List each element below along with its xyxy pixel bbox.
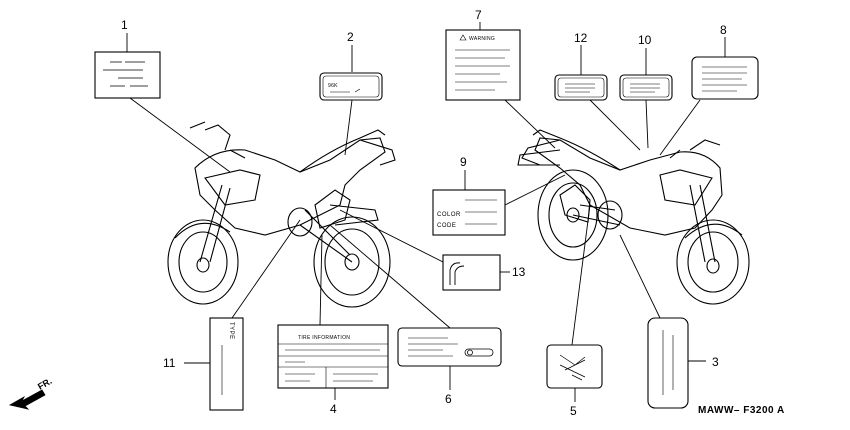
warning-text: WARNING	[469, 36, 495, 42]
callout-3: 3	[712, 355, 719, 369]
label-tag-12	[554, 74, 608, 101]
callout-5: 5	[570, 404, 577, 418]
callout-numbers: 1 2 3 4 5 6 7 8 9 10 11 12 13	[121, 8, 727, 418]
label-tag-10	[619, 74, 673, 101]
type-text: TYPE	[228, 322, 234, 340]
callout-13: 13	[512, 265, 526, 279]
label-tag-2: 96K	[319, 72, 383, 101]
code-text: CODE	[437, 223, 456, 229]
callout-1: 1	[121, 18, 128, 32]
callout-7: 7	[475, 8, 482, 22]
callout-11: 11	[163, 356, 176, 370]
callout-8: 8	[720, 23, 727, 37]
leader-lines	[126, 22, 726, 402]
front-direction-arrow: FR.	[8, 376, 54, 410]
callout-4: 4	[330, 402, 337, 416]
color-text: COLOR	[437, 212, 461, 218]
arrow-icon	[8, 389, 46, 410]
motorcycle-right-view	[517, 129, 750, 305]
label-tag-3	[647, 317, 689, 409]
tag2-text: 96K	[328, 83, 338, 89]
label-tag-11-type: TYPE	[209, 317, 244, 411]
label-tag-6	[397, 327, 502, 367]
tire-info-text: TIRE INFORMATION	[298, 335, 350, 341]
motorcycle-left-view	[167, 121, 396, 308]
label-tag-13	[442, 254, 501, 291]
label-tag-9-color-code: COLOR CODE	[432, 189, 506, 236]
label-tag-8	[691, 56, 759, 100]
label-tag-4-tire-information: TIRE INFORMATION	[277, 324, 389, 389]
diagram-code: MAWW– F3200 A	[698, 405, 785, 416]
callout-2: 2	[347, 30, 354, 44]
callout-9: 9	[460, 155, 467, 169]
label-tag-7-warning: WARNING	[445, 29, 521, 101]
callout-6: 6	[445, 392, 452, 406]
fr-text: FR.	[36, 376, 54, 392]
label-tag-1	[94, 51, 161, 99]
callout-10: 10	[638, 33, 652, 47]
callout-12: 12	[574, 31, 588, 45]
label-tag-5	[546, 344, 603, 389]
